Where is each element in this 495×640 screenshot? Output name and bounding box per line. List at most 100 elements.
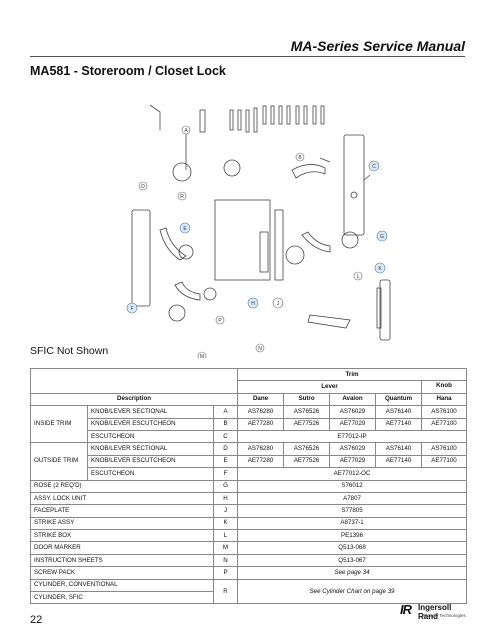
knob-header: Knob [421,380,468,394]
lever-header: Lever [237,380,423,394]
row-value: E77012-IP [237,429,468,444]
strike-drawing [379,279,391,341]
row-desc: CYLINDER, CONVENTIONAL [30,578,214,593]
logo-brand: Ingersoll Rand [418,603,452,621]
callout-E: E [183,226,187,232]
row-value: AS76029 [329,405,377,419]
spindle-drawing [199,109,206,133]
callout-J: J [277,301,280,307]
screw-pack-drawing [229,105,325,133]
hana-header: Hana [421,392,468,407]
row-value: AE77012-OC [237,467,468,481]
table-row: FACEPLATE J S77805 [30,504,468,518]
row-value: AE77280 [237,417,285,431]
row-desc: INSTRUCTION SHEETS [30,553,214,568]
row-desc: KNOB/LEVER SECTIONAL [87,442,214,456]
row-key: D [212,442,239,456]
description-header: Description [29,392,239,407]
row-key: E [212,454,239,469]
page-title: MA581 - Storeroom / Closet Lock [30,64,226,78]
faceplate-drawing [307,314,351,329]
row-value: S77805 [237,504,468,518]
row-value: Q513-068 [237,541,468,555]
row-desc: STRIKE ASSY [30,516,214,531]
header-rule [30,56,465,57]
table-row: SCREW PACK P See page 34 [30,566,468,580]
table-row: ESCUTCHEON F AE77012-OC [31,467,468,481]
callout-H: H [251,301,255,307]
row-desc: STRIKE BOX [30,529,214,543]
row-value: AS76526 [283,405,331,419]
callout-R: R [180,194,184,200]
row-value: AE77029 [329,417,377,431]
row-key: G [212,479,239,493]
parts-table: Trim Lever Knob Description Dane Sutro A… [29,367,468,605]
row-key: P [212,566,239,580]
sfic-note: SFIC Not Shown [30,345,109,357]
table-row: STRIKE ASSY K A8737-1 [30,516,468,531]
inside-escutcheon-drawing [131,209,151,307]
table-row: CYLINDER, CONVENTIONAL R See Cylinder Ch… [30,578,468,605]
row-desc: KNOB/LEVER ESCUTCHEON [87,454,214,469]
row-desc: FACEPLATE [30,504,214,518]
table-row: INSTRUCTION SHEETS N Q513-067 [30,553,468,568]
row-value: AS76280 [237,405,285,419]
outside-lever-drawing [291,164,326,179]
row-value: AS76029 [329,442,377,456]
row-key: B [212,417,239,431]
row-value: S76012 [237,479,468,493]
table-row: INSIDE TRIM KNOB/LEVER SECTIONAL A AS762… [30,405,468,444]
lock-body-drawing [214,199,271,281]
allen-key-drawing [149,104,161,130]
callout-L: L [357,274,360,280]
row-value: AE77100 [421,454,468,469]
table-row: KNOB/LEVER ESCUTCHEON B AE77280 AE77526 … [31,417,468,431]
table-row: KNOB/LEVER ESCUTCHEON E AE77280 AE77526 … [31,454,468,469]
row-value: A7807 [237,491,468,506]
table-row: DOOR MARKER M Q513-068 [30,541,468,555]
row-key: H [212,491,239,506]
callout-K: K [378,266,382,272]
cylinder-drawing [172,162,192,182]
row-desc: CYLINDER, SFIC [30,591,214,605]
row-value: See Cylinder Chart on page 39 [237,578,468,605]
row-value: AE77526 [283,454,331,469]
row-key: F [212,467,239,481]
row-value: See page 34 [237,566,468,580]
row-value: AS76140 [375,442,423,456]
table-row: CYLINDER, SFIC [30,591,467,605]
table-row: OUTSIDE TRIM KNOB/LEVER SECTIONAL D AS76… [30,442,468,481]
row-desc: DOOR MARKER [30,541,214,555]
callout-F: F [130,306,133,312]
inside-lever-drawing [159,227,187,261]
row-value: AS76100 [421,405,468,419]
row-desc: ESCUTCHEON [87,429,214,444]
row-key: J [212,504,239,518]
row-value: A8737-1 [237,516,468,531]
row-key: A [212,405,239,419]
header-title: MA-Series Service Manual [290,38,465,54]
row-desc: ROSE (2 REQ'D) [30,479,214,493]
row-key: L [212,529,239,543]
callout-P: P [218,318,222,324]
row-value: AS76140 [375,405,423,419]
rose-drawing [341,231,359,249]
row-desc: KNOB/LEVER SECTIONAL [87,405,214,419]
callout-B: B [298,155,302,161]
row-key: M [212,541,239,555]
inside-trim-label: INSIDE TRIM [30,405,88,444]
callout-N: N [258,346,262,352]
row-value: PE1396 [237,529,468,543]
row-value: AE77140 [375,417,423,431]
row-value: AE77029 [329,454,377,469]
callout-C: C [372,164,376,170]
row-desc: KNOB/LEVER ESCUTCHEON [87,417,214,431]
quantum-header: Quantum [375,392,423,407]
table-row: ESCUTCHEON C E77012-IP [31,429,468,444]
row-key: K [212,516,239,531]
row-key: R [212,578,239,605]
sutro-header: Sutro [283,392,331,407]
table-row: ROSE (2 REQ'D) G S76012 [30,479,468,493]
callout-A: A [184,128,188,134]
row-value: AE77280 [237,454,285,469]
